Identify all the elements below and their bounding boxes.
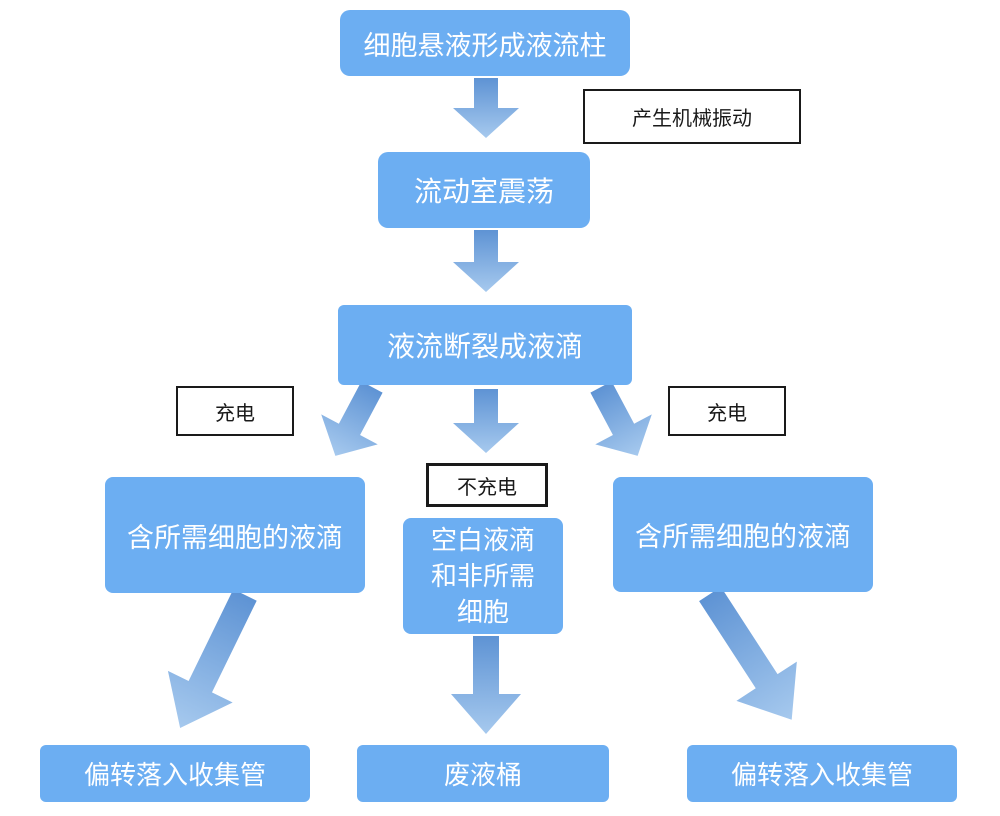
node-desired-cells-right: 含所需细胞的液滴	[613, 477, 873, 592]
node-desired-cells-left: 含所需细胞的液滴	[105, 477, 365, 593]
arrow-down-icon	[451, 636, 521, 734]
annotation-no-charge: 不充电	[426, 463, 548, 507]
node-cell-stream: 细胞悬液形成液流柱	[340, 10, 630, 76]
arrow-down-right-icon	[590, 381, 652, 456]
arrow-down-icon	[453, 78, 519, 138]
node-collect-tube-left: 偏转落入收集管	[40, 745, 310, 802]
annotation-mechanical-vibration: 产生机械振动	[583, 89, 801, 144]
arrow-down-icon	[453, 230, 519, 292]
arrow-down-right-icon	[699, 586, 797, 720]
annotation-charge-left: 充电	[176, 386, 294, 436]
arrow-down-left-icon	[167, 589, 257, 729]
node-flow-chamber: 流动室震荡	[378, 152, 590, 228]
node-blank-droplets: 空白液滴 和非所需 细胞	[403, 518, 563, 634]
node-collect-tube-right: 偏转落入收集管	[687, 745, 957, 802]
node-droplet-break: 液流断裂成液滴	[338, 305, 632, 385]
node-waste-bucket: 废液桶	[357, 745, 609, 802]
annotation-charge-right: 充电	[668, 386, 786, 436]
arrow-down-icon	[453, 389, 519, 453]
arrow-down-left-icon	[321, 381, 383, 456]
